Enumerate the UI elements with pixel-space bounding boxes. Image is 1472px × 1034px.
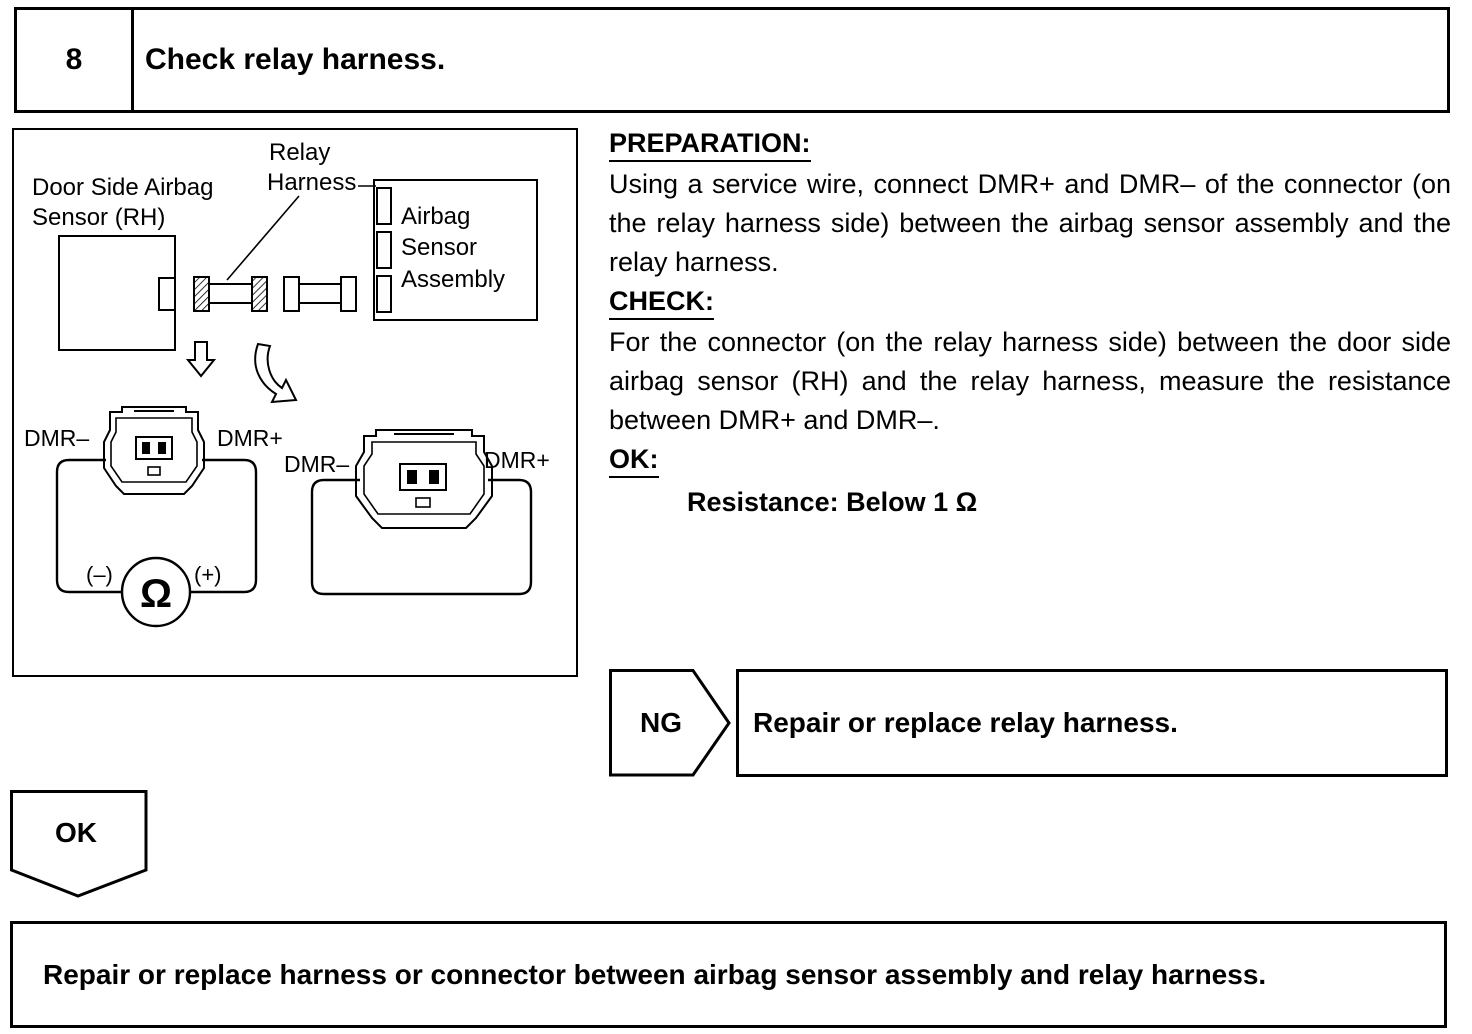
right-dmr-plus-label: DMR+ — [484, 447, 550, 473]
left-dmr-minus-label: DMR– — [24, 425, 89, 451]
ok-label: OK — [55, 817, 97, 848]
airbag-label-2: Sensor — [401, 234, 477, 261]
relay-harness-leader — [226, 195, 300, 281]
diagram-drawing: Door Side Airbag Sensor (RH) Relay Harne… — [24, 139, 550, 628]
relay-harness-connector-right — [251, 276, 268, 312]
door-sensor-box — [58, 235, 176, 351]
ok-tag: OK — [10, 790, 150, 905]
relay-harness-label-2: Harness — [267, 169, 356, 196]
check-text: For the connector (on the relay harness … — [609, 327, 1451, 435]
curved-arrow-icon — [254, 342, 298, 404]
preparation-heading: PREPARATION: — [609, 126, 811, 162]
down-arrow-icon — [185, 341, 217, 378]
airbag-harness-connector-right — [340, 276, 357, 312]
ng-label: NG — [640, 707, 682, 738]
ng-action-box: Repair or replace relay harness. — [736, 669, 1448, 777]
door-sensor-label-1: Door Side Airbag — [32, 174, 213, 201]
ng-action-text: Repair or replace relay harness. — [753, 707, 1178, 738]
left-connector-face — [103, 406, 205, 495]
right-dmr-minus-label: DMR– — [284, 451, 349, 477]
ok-specification: Resistance: Below 1 Ω — [687, 487, 978, 517]
door-sensor-label-2: Sensor (RH) — [32, 204, 165, 231]
door-sensor-connector — [158, 277, 176, 311]
meter-minus-label: (–) — [86, 562, 113, 587]
airbag-harness-connector-left — [283, 276, 300, 312]
wiring-diagram: Door Side Airbag Sensor (RH) Relay Harne… — [12, 128, 578, 677]
ohmmeter-icon — [120, 556, 192, 628]
relay-harness-connector-left — [193, 276, 210, 312]
ok-action-box: Repair or replace harness or connector b… — [10, 921, 1447, 1028]
relay-harness-label-1: Relay — [269, 139, 330, 166]
meter-plus-label: (+) — [194, 562, 222, 587]
preparation-text: Using a service wire, connect DMR+ and D… — [609, 169, 1451, 277]
procedure-text: PREPARATION: Using a service wire, conne… — [609, 124, 1451, 522]
ok-action-text: Repair or replace harness or connector b… — [43, 958, 1267, 990]
airbag-label-3: Assembly — [401, 266, 505, 293]
airbag-sensor-assembly-box — [373, 179, 538, 321]
ohmmeter-symbol: Ω — [140, 572, 172, 616]
step-number: 8 — [17, 10, 134, 110]
step-header: 8 Check relay harness. — [14, 7, 1450, 113]
right-connector-face — [355, 429, 493, 529]
left-dmr-plus-label: DMR+ — [217, 425, 283, 451]
ng-tag: NG — [609, 669, 733, 784]
check-heading: CHECK: — [609, 284, 714, 320]
ok-heading: OK: — [609, 442, 659, 478]
airbag-label-1: Airbag — [401, 203, 470, 230]
step-title: Check relay harness. — [145, 43, 446, 76]
